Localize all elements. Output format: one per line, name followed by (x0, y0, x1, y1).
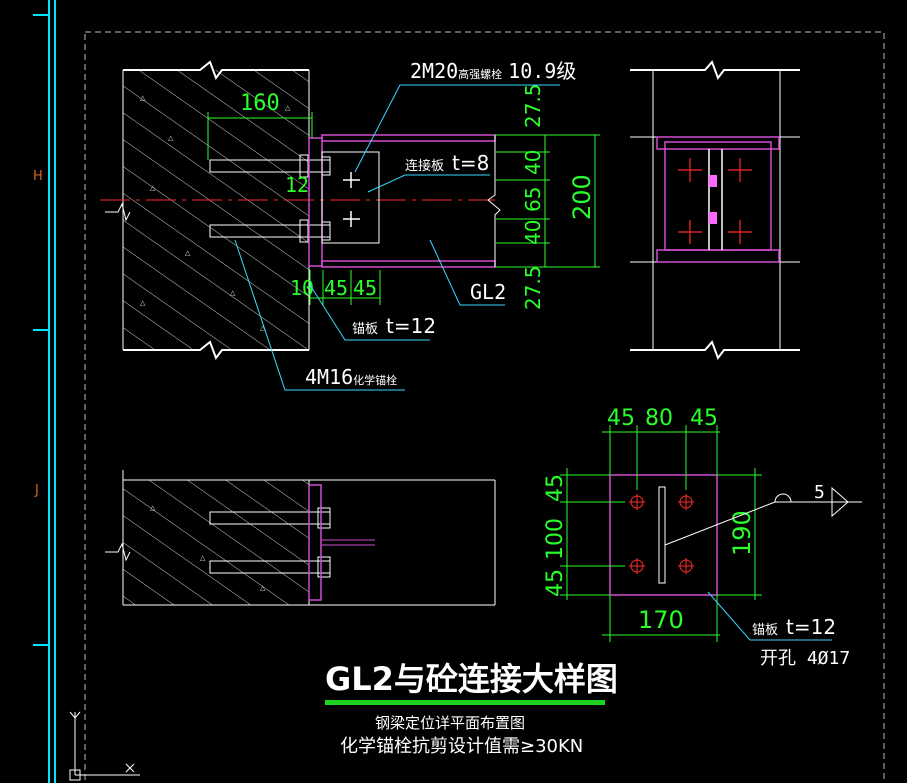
svg-text:△: △ (200, 554, 206, 562)
dim-10: 10 (290, 276, 314, 300)
svg-text:△: △ (150, 184, 156, 192)
drawing-title: GL2与砼连接大样图 (325, 660, 618, 698)
plan-top-45b: 45 (690, 406, 718, 431)
svg-text:△: △ (260, 324, 266, 332)
plate-dim-labels: 45 80 45 45 100 45 190 170 (543, 406, 756, 634)
plan-left-100: 100 (543, 518, 568, 560)
title-underline (325, 700, 605, 705)
dim-45a: 45 (324, 276, 348, 300)
dim-vertical-stack: 27.5 40 65 40 27.5 200 (521, 83, 596, 310)
plate-leader (707, 591, 751, 641)
dim-200: 200 (568, 174, 596, 220)
plan-holes-label: 开孔 4Ø17 (760, 648, 850, 669)
dim-12: 12 (285, 173, 309, 197)
hs-bolts-elevation (343, 172, 360, 227)
weld-symbol (664, 486, 862, 546)
dim-160: 160 (240, 91, 280, 116)
svg-text:△: △ (140, 94, 146, 102)
svg-text:△: △ (150, 504, 156, 512)
ucs-axis-icon (69, 711, 140, 781)
beam-name-label: GL2 (470, 280, 506, 304)
concrete-wall-plan: △ △ △ (105, 470, 496, 606)
anchor-bolt-label: 4M16化学锚栓 (305, 365, 397, 389)
note-1: 钢梁定位详平面布置图 (375, 714, 525, 732)
svg-text:△: △ (140, 299, 146, 307)
plan-right-190: 190 (728, 510, 756, 556)
leader-lines (234, 84, 560, 391)
svg-text:△: △ (185, 249, 191, 257)
anchor-plate-plan (609, 474, 718, 596)
svg-text:△: △ (168, 134, 174, 142)
dim-27-5-bottom: 27.5 (521, 265, 545, 310)
dimensions-plate-plan (560, 425, 762, 642)
plan-left-45b: 45 (543, 569, 568, 597)
grid-axis-lines (33, 0, 56, 783)
plan-bottom-170: 170 (638, 606, 684, 634)
plan-left-45a: 45 (543, 474, 568, 502)
dim-45b: 45 (353, 276, 377, 300)
svg-text:△: △ (285, 104, 291, 112)
plan-top-80: 80 (645, 406, 673, 431)
axis-label-h: H (33, 169, 43, 184)
svg-text:△: △ (260, 584, 266, 592)
plan-top-45a: 45 (607, 406, 635, 431)
note-2: 化学锚栓抗剪设计值需≥30KN (340, 736, 583, 757)
dim-27-5-top: 27.5 (521, 83, 545, 128)
dim-40-top: 40 (521, 150, 545, 175)
anchor-bolts-plan (209, 484, 375, 601)
dimensions-elevation (207, 112, 600, 305)
anchor-bolts-elevation (209, 154, 331, 243)
dim-65: 65 (521, 187, 545, 212)
beam-column-section (630, 60, 800, 361)
svg-text:△: △ (230, 289, 236, 297)
beam-break-line (487, 135, 501, 267)
dim-40-bottom: 40 (521, 220, 545, 245)
concrete-wall-section: △ △ △ △ △ △ △ △ (105, 60, 310, 361)
axis-label-j: J (34, 483, 39, 498)
weld-size: 5 (814, 482, 825, 503)
